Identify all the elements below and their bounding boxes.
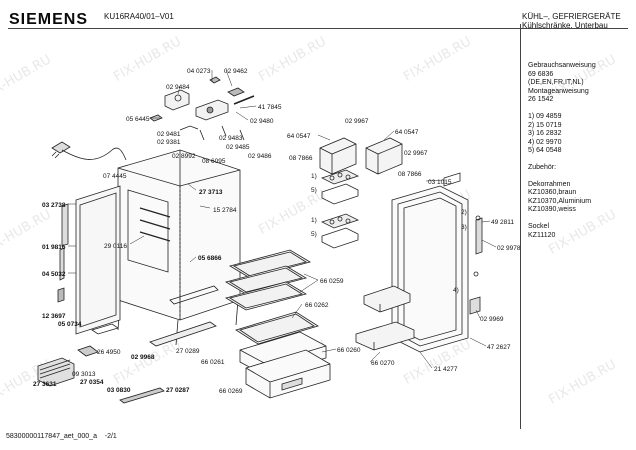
watermark: FIX-HUB.RU <box>546 357 619 408</box>
part-number-label: 5) <box>311 231 317 238</box>
part-number-label: 66 0270 <box>371 360 395 367</box>
part-number-label: 02 9462 <box>224 68 248 75</box>
part-number-label: 49 2811 <box>491 219 515 226</box>
numbered-part: 2) 15 0719 <box>528 121 562 129</box>
plinth-parts-icon <box>37 285 219 404</box>
decor-item: KZ10370,Aluminium <box>528 197 592 205</box>
part-number-label: 02 9969 <box>480 316 504 323</box>
thermostat-assembly-icon <box>149 76 255 141</box>
part-number-label: 66 0269 <box>219 388 243 395</box>
accessories-title: Zubehör: <box>528 163 557 171</box>
leader-lines <box>68 69 497 369</box>
header-divider <box>8 28 628 29</box>
part-number-label: 29 0116 <box>104 243 128 250</box>
part-number-label: 3) <box>461 224 467 231</box>
manual-title: Gebrauchsanweisung <box>528 62 596 69</box>
exploded-view-drawing <box>37 69 497 404</box>
part-number-label: 1) <box>311 173 317 180</box>
part-number-label: 26 4950 <box>97 349 121 356</box>
part-number-label: 08 7866 <box>398 171 422 178</box>
part-number-label: 5) <box>311 187 317 194</box>
part-number-label: 64 0547 <box>287 133 311 140</box>
cabinet-body-icon <box>117 149 241 346</box>
part-number-label: 02 9484 <box>166 84 190 91</box>
numbered-part: 4) 02 9970 <box>528 138 562 146</box>
decor-title: Dekorrahmen <box>528 180 571 188</box>
part-number-label: 02 9481 <box>157 131 181 138</box>
footer: 58300000117847_aet_000_a -2/1 <box>6 433 117 440</box>
part-number-label: 02 9485 <box>226 144 250 151</box>
part-number-label: 27 0354 <box>80 379 104 386</box>
part-number-label: 05 0734 <box>58 321 82 328</box>
part-number-label: 27 3631 <box>33 381 57 388</box>
page-number: -2/1 <box>104 433 117 440</box>
part-number-label: 66 0261 <box>201 359 225 366</box>
plinth-title: Sockel <box>528 222 550 230</box>
category-line-1: KÜHL–, GEFRIERGERÄTE <box>522 12 621 21</box>
part-number-label: 27 0287 <box>166 387 190 394</box>
butter-compartment-icon <box>319 137 403 175</box>
glass-shelves-icon <box>224 249 319 345</box>
category-line-2: Kühlschränke, Unterbau <box>522 21 608 30</box>
part-number-label: 08 6095 <box>202 158 226 165</box>
part-number-label: 2) <box>461 209 467 216</box>
part-number-label: 41 7845 <box>258 104 282 111</box>
part-number-label: 66 0260 <box>337 347 361 354</box>
power-cord-icon <box>51 141 127 161</box>
door-assembly-left-icon <box>57 185 121 335</box>
part-number-label: 02 9486 <box>248 153 272 160</box>
part-number-label: 03 0830 <box>107 387 131 394</box>
part-number-label: 27 3713 <box>199 189 223 196</box>
manual-number: 69 6836 <box>528 70 554 78</box>
part-number-label: 01 9816 <box>42 244 66 251</box>
numbered-part: 5) 64 0548 <box>528 147 562 155</box>
part-number-label: 03 2738 <box>42 202 66 209</box>
part-number-label: 47 2627 <box>487 344 511 351</box>
door-panel-right-icon <box>391 172 483 353</box>
part-number-label: 1) <box>311 217 317 224</box>
crisper-drawers-icon <box>239 331 331 399</box>
part-number-label: 02 9967 <box>404 150 428 157</box>
brand-logo: SIEMENS <box>9 11 89 28</box>
part-number-label: 07 4445 <box>103 173 127 180</box>
part-number-label: 02 9978 <box>497 245 521 252</box>
part-number-label: 05 6866 <box>198 255 222 262</box>
plinth-item: KZ11120 <box>528 231 556 239</box>
part-number-label: 04 0273 <box>187 68 211 75</box>
part-number-label: 64 0547 <box>395 129 419 136</box>
part-number-label: 66 0262 <box>305 302 329 309</box>
part-number-label: 02 9480 <box>250 118 274 125</box>
part-number-label: 21 4277 <box>434 366 458 373</box>
part-number-label: 02 8992 <box>172 153 196 160</box>
part-number-label: 15 2784 <box>213 207 237 214</box>
part-number-label: 05 6445 <box>126 116 150 123</box>
part-number-label: 4) <box>453 287 459 294</box>
door-shelves-icon <box>355 285 415 351</box>
part-number-label: 02 9381 <box>157 139 181 146</box>
install-title: Montageanweisung <box>528 87 589 95</box>
numbered-part: 3) 16 2832 <box>528 130 562 138</box>
decor-item: KZ10360,braun <box>528 189 577 197</box>
category-title: KÜHL–, GEFRIERGERÄTE Kühlschränke, Unter… <box>522 12 621 30</box>
part-number-label: 27 0289 <box>176 348 200 355</box>
part-number-label: 02 9968 <box>131 354 155 361</box>
sidebar-divider <box>520 24 521 429</box>
sidebar-info: Gebrauchsanweisung 69 6836 (DE,EN,FR,IT,… <box>528 62 596 240</box>
part-number-label: 09 3013 <box>72 371 96 378</box>
decor-item: KZ10390,weiss <box>528 206 576 214</box>
part-number-label: 12 3697 <box>42 313 66 320</box>
part-number-label: 02 9483 <box>219 135 243 142</box>
manual-languages: (DE,EN,FR,IT,NL) <box>528 79 584 87</box>
part-number-label: 08 7866 <box>289 155 313 162</box>
document-id: 58300000117847_aet_000_a <box>6 433 97 440</box>
part-number-label: 66 0259 <box>320 278 344 285</box>
install-number: 26 1542 <box>528 96 554 104</box>
numbered-part: 1) 09 4859 <box>528 112 562 120</box>
part-number-label: 03 1015 <box>428 179 452 186</box>
part-number-label: 02 9967 <box>345 118 369 125</box>
model-number: KU16RA40/01–V01 <box>104 12 174 21</box>
door-trays-icon <box>320 169 360 249</box>
part-number-label: 04 5032 <box>42 271 66 278</box>
